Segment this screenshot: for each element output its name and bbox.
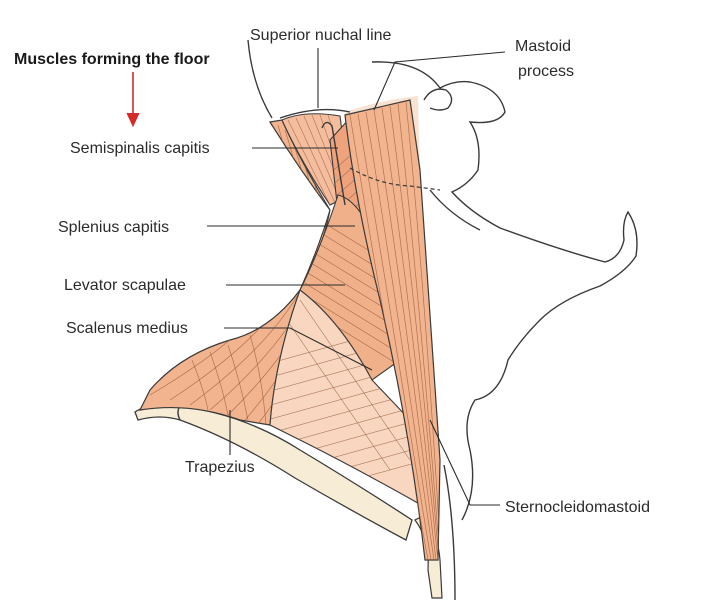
label-scalenus-medius: Scalenus medius — [66, 320, 188, 337]
label-semispinalis-capitis: Semispinalis capitis — [70, 140, 210, 157]
head-outline — [371, 61, 638, 521]
superior-nuchal-line-arc — [279, 108, 351, 119]
heading-text: Muscles forming the floor — [14, 51, 210, 68]
label-superior-nuchal-line: Superior nuchal line — [250, 27, 392, 44]
semispinalis-tendon — [321, 121, 346, 206]
leader-mastoid-process — [373, 51, 506, 111]
scalenus-medius-muscle — [269, 289, 431, 512]
label-mastoid-line2: process — [518, 63, 574, 80]
neck-front-outline — [443, 464, 456, 600]
leader-sternocleidomastoid — [429, 419, 500, 506]
label-sternocleidomastoid: Sternocleidomastoid — [505, 499, 650, 516]
label-trapezius: Trapezius — [185, 459, 255, 476]
label-splenius-capitis: Splenius capitis — [58, 219, 169, 236]
label-levator-scapulae: Levator scapulae — [64, 277, 186, 294]
occipital-dashed-line — [349, 167, 441, 191]
ear-outline — [423, 88, 453, 111]
jaw-line — [429, 189, 481, 231]
sternocleidomastoid-fibers — [349, 101, 440, 560]
red-arrow-icon — [126, 72, 140, 128]
skull-back-outline — [247, 39, 273, 119]
leader-scalenus — [224, 327, 373, 371]
label-mastoid-line1: Mastoid — [515, 38, 571, 55]
